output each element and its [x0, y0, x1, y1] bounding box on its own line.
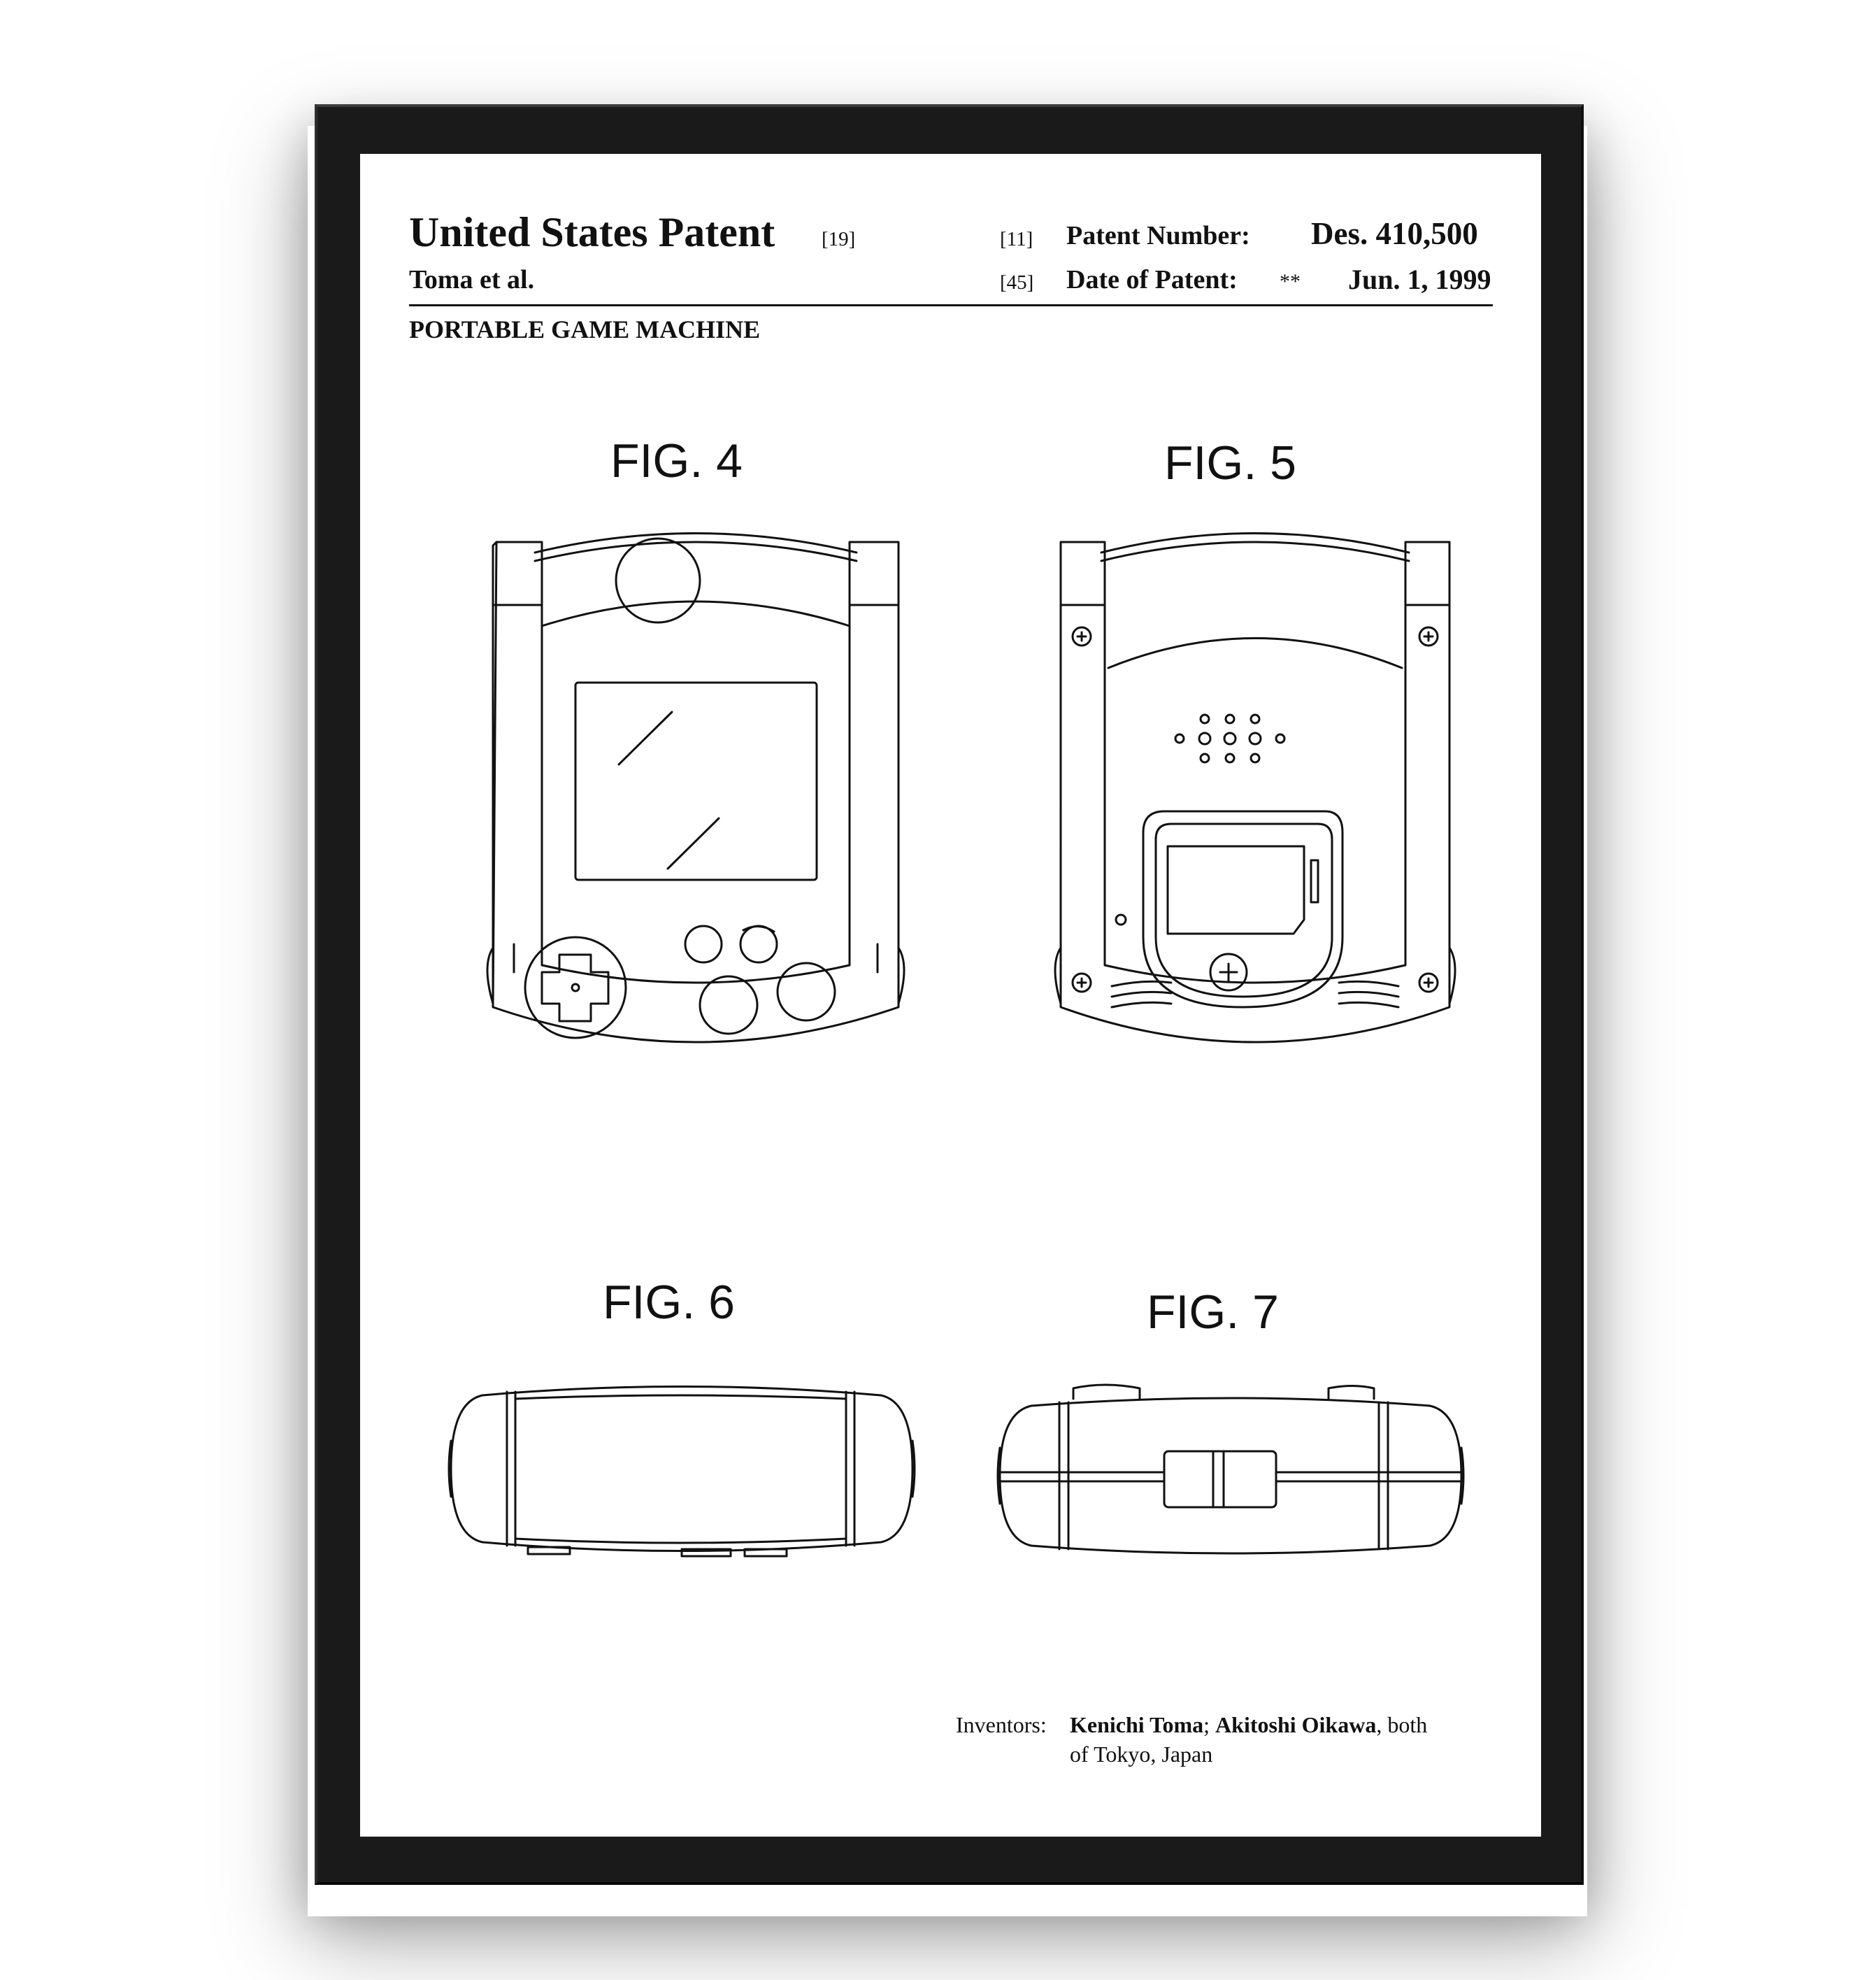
inventor-name-2: Akitoshi Oikawa: [1215, 1712, 1377, 1737]
fig-4-label: FIG. 4: [610, 434, 743, 487]
patent-number-label: Patent Number:: [1066, 221, 1250, 250]
fig-5-label: FIG. 5: [1164, 436, 1296, 490]
fig-4-front-view-drawing: [486, 532, 905, 1044]
patent-poster: United States Patent [19] [11] Patent Nu…: [360, 154, 1541, 1837]
number-code: [11]: [1000, 228, 1033, 250]
patent-subject: PORTABLE GAME MACHINE: [409, 315, 761, 343]
patent-title: United States Patent: [409, 209, 775, 255]
header-rule: [409, 304, 1493, 306]
date-mark: **: [1280, 270, 1301, 293]
date-label: Date of Patent:: [1066, 265, 1238, 294]
patent-number-value: Des. 410,500: [1311, 216, 1478, 251]
inventor-name-1: Kenichi Toma: [1070, 1712, 1204, 1737]
fig-6-top-view-drawing: [447, 1386, 916, 1558]
fig-7-side-view-drawing: [996, 1383, 1465, 1555]
fig-5-back-view-drawing: [1054, 532, 1456, 1044]
date-code: [45]: [1000, 271, 1034, 294]
inventors-line-1: Kenichi Toma; Akitoshi Oikawa, both: [1070, 1712, 1427, 1738]
inventor-tail: , both: [1376, 1712, 1428, 1737]
inventors-label: Inventors:: [956, 1712, 1047, 1737]
date-value: Jun. 1, 1999: [1348, 264, 1491, 295]
inventor-short: Toma et al.: [409, 265, 535, 294]
inventors-line-2: of Tokyo, Japan: [1070, 1742, 1213, 1767]
fig-6-label: FIG. 6: [603, 1276, 735, 1329]
fig-7-label: FIG. 7: [1147, 1285, 1279, 1339]
title-code: [19]: [822, 228, 856, 250]
inventor-separator: ;: [1203, 1712, 1210, 1737]
